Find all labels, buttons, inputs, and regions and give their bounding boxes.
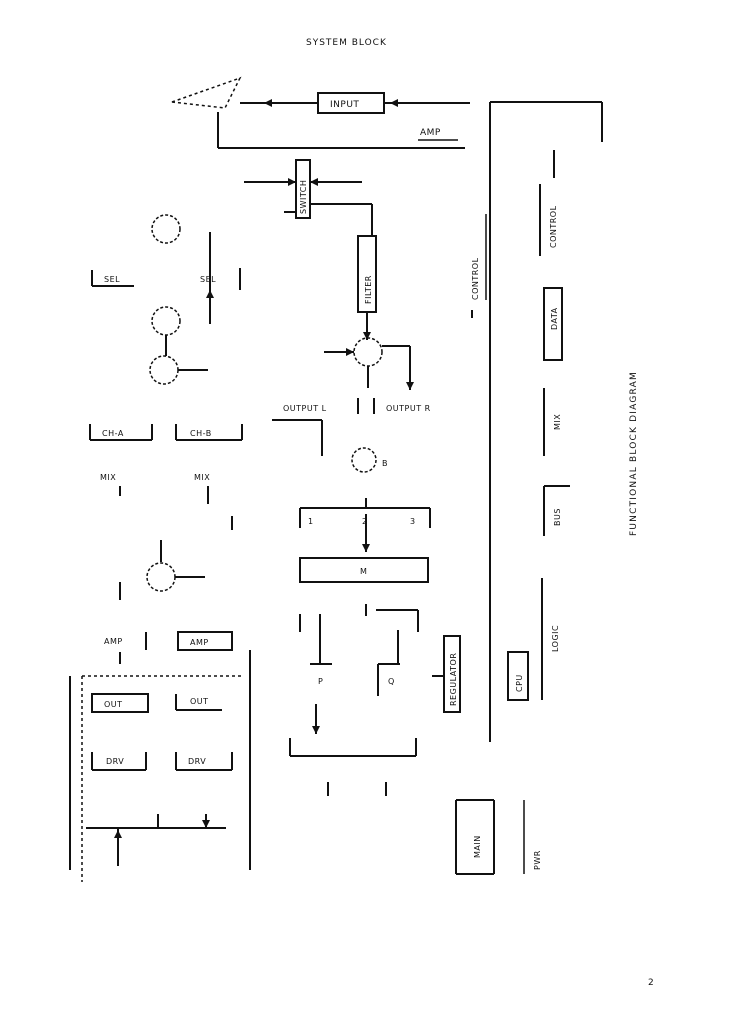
right-label-bus: BUS (553, 508, 562, 526)
control-side-label-group: CONTROL (471, 214, 487, 318)
input-box-label: INPUT (330, 100, 359, 110)
input-block: INPUT AMP (240, 92, 470, 141)
right-data-box (543, 287, 563, 361)
left-sel-box-1: SEL (104, 275, 120, 284)
bus-2: M (299, 557, 429, 583)
regulator-box-label: REGULATOR (449, 653, 458, 706)
bottom-center-bracket (289, 704, 417, 796)
right-label-data: DATA (550, 307, 559, 330)
bottom-main-block: MAIN (455, 799, 525, 875)
bus-2-label: M (360, 567, 367, 576)
right-drv-label: DRV (188, 757, 206, 766)
amp-sub-label: AMP (420, 128, 441, 138)
top-dashed-indicator (171, 76, 465, 149)
right-sel-box-1: SEL (200, 275, 216, 284)
right-frame (489, 101, 603, 742)
main-box-label: MAIN (473, 835, 482, 858)
bus-1: 1 2 3 (299, 507, 431, 552)
switch-box-label: SWITCH (299, 180, 308, 214)
left-drv-label: DRV (106, 757, 124, 766)
node-p-label: P (318, 677, 323, 686)
right-amp-label: AMP (190, 638, 209, 647)
cpu-box (507, 651, 529, 701)
right-label-logic: LOGIC (551, 625, 560, 652)
left-channel-row: CH-A CH-B MIX MIX (89, 424, 243, 530)
center-junction: OUTPUT L OUTPUT R (272, 337, 431, 456)
right-label-pwr: PWR (533, 850, 542, 870)
lower-splits: P Q (299, 604, 419, 696)
right-mix-label: MIX (194, 473, 210, 482)
right-side-title: FUNCTIONAL BLOCK DIAGRAM (629, 371, 639, 536)
right-label-control: CONTROL (549, 205, 558, 248)
right-label-mix: MIX (553, 414, 562, 430)
left-out-label: OUT (104, 700, 123, 709)
left-output-group: OUT OUT DRV DRV (69, 650, 251, 882)
right-ch-b-label: CH-B (190, 429, 212, 438)
bus-1-tick-b: 2 (362, 517, 368, 526)
right-amp-box (177, 631, 233, 651)
lower-junction: B (351, 447, 388, 508)
left-amp-row: AMP AMP (104, 631, 233, 664)
regulator-box (443, 635, 461, 713)
right-column: CONTROL DATA MIX BUS LOGIC CPU PWR (507, 150, 570, 870)
right-out-label: OUT (190, 697, 209, 706)
output-right-label: OUTPUT R (386, 404, 431, 413)
switch-box (295, 159, 311, 219)
lower-junction-label: B (382, 459, 388, 468)
filter-box-label: FILTER (364, 275, 373, 304)
bus-2-box (299, 557, 429, 583)
header-title: SYSTEM BLOCK (306, 38, 387, 48)
cpu-box-label: CPU (515, 674, 524, 692)
page-number: 2 (648, 978, 654, 988)
control-side-label: CONTROL (471, 257, 480, 300)
regulator-block: REGULATOR (432, 635, 461, 713)
left-amp-label: AMP (104, 637, 123, 646)
left-middle-junction (119, 540, 205, 600)
switch-block: SWITCH (244, 159, 373, 236)
left-upper-chain: SEL SEL (91, 214, 241, 385)
output-left-label: OUTPUT L (283, 404, 327, 413)
left-ch-a-label: CH-A (102, 429, 124, 438)
bus-1-tick-a: 1 (308, 517, 314, 526)
left-mix-label: MIX (100, 473, 116, 482)
filter-block: FILTER (357, 235, 377, 340)
node-q-label: Q (388, 677, 395, 686)
bus-1-tick-c: 3 (410, 517, 416, 526)
left-out-box (91, 693, 149, 713)
